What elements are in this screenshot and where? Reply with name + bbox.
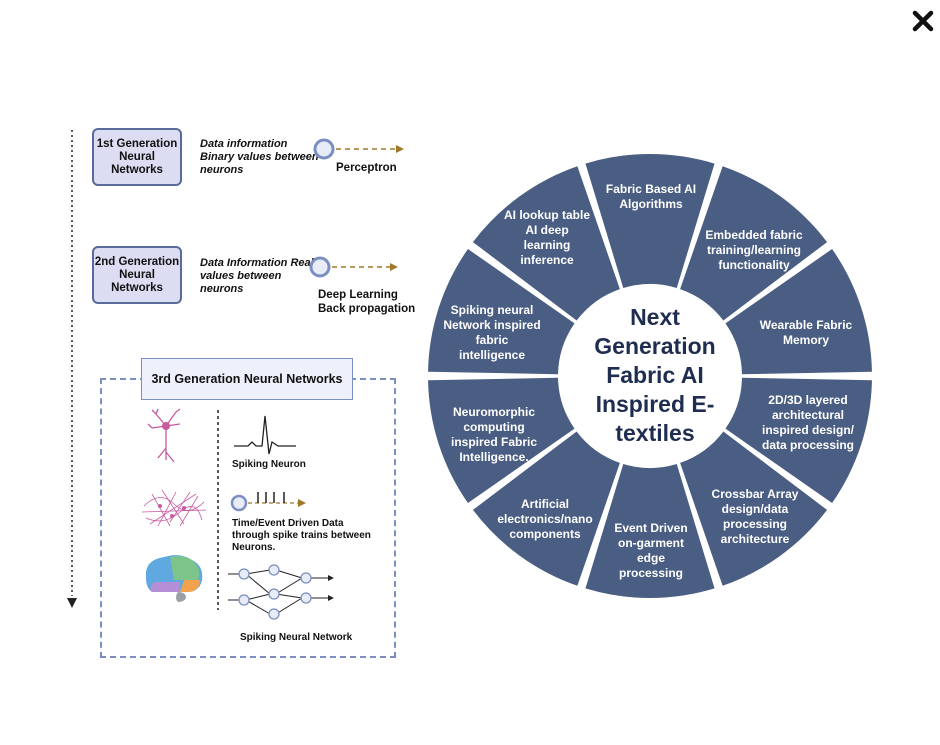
wheel-label-8: Neuromorphic computing inspired Fabric I… [450,405,538,464]
timeline-arrow-icon [67,130,77,608]
gen1-title: 1st Generation Neural Networks [96,137,178,176]
gen2-title: 2nd Generation Neural Networks [94,255,180,294]
perceptron-icon-2 [309,256,398,278]
wheel-label-9: Spiking neural Network inspired fabric i… [443,303,541,362]
wheel-diagram [428,154,872,598]
wheel-label-6: Event Driven on-garment edge processing [614,521,688,580]
wheel-segment-3 [725,248,872,375]
neuron-icon [147,408,181,463]
wheel-label-2: Embedded fabric training/learning functi… [705,228,803,272]
neuron-network-icon [141,489,207,527]
spike-train-icon [230,492,306,512]
wheel-label-10: AI lookup table AI deep learning inferen… [503,208,590,267]
wheel-segment-9 [428,248,575,375]
wheel-segment-1 [585,154,715,288]
wheel-label-1: Fabric Based AI Algorithms [605,182,697,211]
wheel-segment-5 [680,431,828,586]
wheel-center-title: Next Generation Fabric AI Inspired E-tex… [594,304,716,446]
spike-waveform-icon [234,415,296,455]
wheel-label-7: Artificial electronics/nano components [497,497,593,541]
gen3-divider [217,410,219,610]
brain-icon [145,555,203,602]
wheel-segment-4 [725,377,872,504]
spiking-network-icon [228,564,334,620]
gen2-description: Data Information Real values between neu… [200,257,314,295]
spiking-network-label: Spiking Neural Network [240,632,353,643]
gen3-title-box: 3rd Generation Neural Networks [141,358,353,400]
wheel-center-circle [560,286,740,466]
wheel-segment-2 [680,166,828,321]
gen3-title: 3rd Generation Neural Networks [151,372,343,386]
wheel-segment-6 [585,464,715,598]
perceptron-icon [313,138,404,160]
wheel-segment-8 [428,377,575,504]
wheel-label-4: 2D/3D layered architectural inspired des… [761,393,855,452]
close-icon [912,10,934,32]
spiking-neuron-label: Spiking Neuron [232,459,306,470]
gen2-model: Deep Learning Back propagation [318,289,416,315]
wheel-label-5: Crossbar Array design/data processing ar… [711,487,799,546]
wheel-label-3: Wearable Fabric Memory [759,318,853,347]
wheel-segment-7 [472,431,620,586]
time-event-label: Time/Event Driven Data through spike tra… [232,518,371,553]
gen2-box: 2nd Generation Neural Networks [92,246,182,304]
close-button[interactable] [908,6,938,36]
wheel-segment-10 [472,166,620,321]
gen1-box: 1st Generation Neural Networks [92,128,182,186]
gen1-model: Perceptron [336,162,397,174]
gen1-description: Data information Binary values between n… [200,138,319,176]
